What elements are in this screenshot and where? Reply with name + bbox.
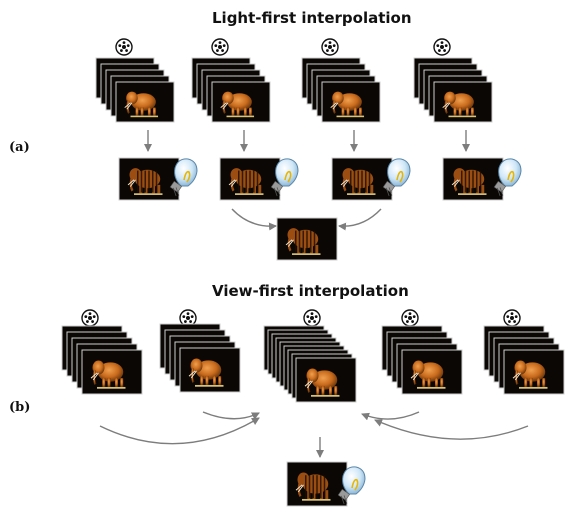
light-bulb-icon <box>382 158 411 197</box>
relit-view <box>331 157 393 201</box>
image-frame <box>401 349 463 395</box>
camera-dial-icon <box>211 38 229 56</box>
relit-view <box>118 157 180 201</box>
title-light-first: Light-first interpolation <box>212 9 412 27</box>
title-view-first: View-first interpolation <box>212 282 409 300</box>
interpolated-result <box>276 217 338 261</box>
camera-dial-icon <box>303 309 321 327</box>
relit-view <box>442 157 504 201</box>
elephant-figure <box>188 358 224 387</box>
camera-dial-icon <box>321 38 339 56</box>
camera-dial-icon <box>81 309 99 327</box>
camera-dial-icon <box>401 309 419 327</box>
merge-arrow-far-right <box>374 419 529 440</box>
relit-interpolated-result <box>286 461 348 507</box>
camera-dial-icon <box>433 38 451 56</box>
image-frame <box>211 81 271 123</box>
elephant-figure <box>442 91 477 118</box>
merge-arrow-left <box>231 208 277 231</box>
elephant-figure <box>410 360 446 389</box>
elephant-figure <box>340 168 376 195</box>
merge-arrow-left-inner <box>202 411 260 420</box>
image-stack <box>159 323 241 393</box>
elephant-figure <box>124 91 159 118</box>
image-stack <box>483 325 565 395</box>
image-frame <box>286 461 348 507</box>
image-stack <box>301 57 381 123</box>
image-frame <box>503 349 565 395</box>
image-stack <box>381 325 463 395</box>
light-bulb-icon <box>169 158 198 197</box>
camera-dial-icon <box>503 309 521 327</box>
image-frame <box>81 349 143 395</box>
merge-arrow-right <box>338 208 382 231</box>
elephant-figure <box>228 168 264 195</box>
image-frame <box>433 81 493 123</box>
elephant-figure <box>330 91 365 118</box>
relit-view <box>219 157 281 201</box>
image-stack <box>61 325 143 395</box>
elephant-figure <box>127 168 163 195</box>
elephant-figure <box>90 360 126 389</box>
image-frame <box>442 157 504 201</box>
image-stack <box>95 57 175 123</box>
merge-arrow-far-left <box>99 417 260 445</box>
light-bulb-icon <box>337 466 366 505</box>
camera-dial-icon <box>115 38 133 56</box>
image-frame <box>331 157 393 201</box>
merge-arrow-right-inner <box>361 411 420 421</box>
image-frame <box>179 347 241 393</box>
image-stack <box>191 57 271 123</box>
light-bulb-icon <box>493 158 522 197</box>
image-frame <box>321 81 381 123</box>
image-frame <box>118 157 180 201</box>
panel-label-a: (a) <box>9 140 30 155</box>
panel-label-b: (b) <box>9 400 31 415</box>
elephant-figure <box>304 368 340 397</box>
elephant-figure <box>295 472 331 501</box>
image-frame <box>115 81 175 123</box>
image-frame <box>219 157 281 201</box>
elephant-figure <box>285 228 321 255</box>
image-stack <box>413 57 493 123</box>
light-bulb-icon <box>270 158 299 197</box>
elephant-figure <box>512 360 548 389</box>
elephant-figure <box>220 91 255 118</box>
elephant-figure <box>451 168 487 195</box>
image-frame <box>276 217 338 261</box>
image-frame <box>295 357 357 403</box>
image-stack <box>263 325 357 403</box>
